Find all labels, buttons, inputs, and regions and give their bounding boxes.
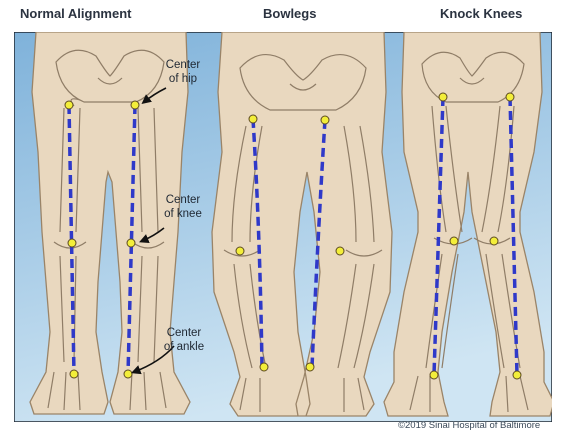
callout-hip-line2: of hip [160,72,206,86]
marker-ankle-left-normal [70,370,78,378]
callout-ankle-line1: Center [158,326,210,340]
callout-center-of-knee: Center of knee [157,193,209,221]
callout-center-of-ankle: Center of ankle [158,326,210,354]
marker-ankle-left-knock-knees [430,371,438,379]
marker-hip-right-bowlegs [321,116,329,124]
callout-center-of-hip: Center of hip [160,58,206,86]
marker-knee-right-bowlegs [336,247,344,255]
callout-knee-line2: of knee [157,207,209,221]
callout-knee-line1: Center [157,193,209,207]
callout-ankle-line2: of ankle [158,340,210,354]
marker-hip-right-knock-knees [506,93,514,101]
marker-hip-left-bowlegs [249,115,257,123]
heading-knock-knees: Knock Knees [440,6,522,21]
marker-ankle-right-bowlegs [306,363,314,371]
marker-ankle-right-knock-knees [513,371,521,379]
marker-hip-left-knock-knees [439,93,447,101]
marker-ankle-left-bowlegs [260,363,268,371]
marker-knee-left-bowlegs [236,247,244,255]
heading-normal-alignment: Normal Alignment [20,6,131,21]
marker-knee-left-normal [68,239,76,247]
leg-alignment-illustration [14,32,552,422]
marker-knee-left-knock-knees [450,237,458,245]
marker-hip-right-normal [131,101,139,109]
marker-knee-right-normal [127,239,135,247]
marker-hip-left-normal [65,101,73,109]
callout-hip-line1: Center [160,58,206,72]
marker-ankle-right-normal [124,370,132,378]
marker-knee-right-knock-knees [490,237,498,245]
heading-bowlegs: Bowlegs [263,6,316,21]
copyright-notice: ©2019 Sinai Hospital of Baltimore [398,420,540,431]
